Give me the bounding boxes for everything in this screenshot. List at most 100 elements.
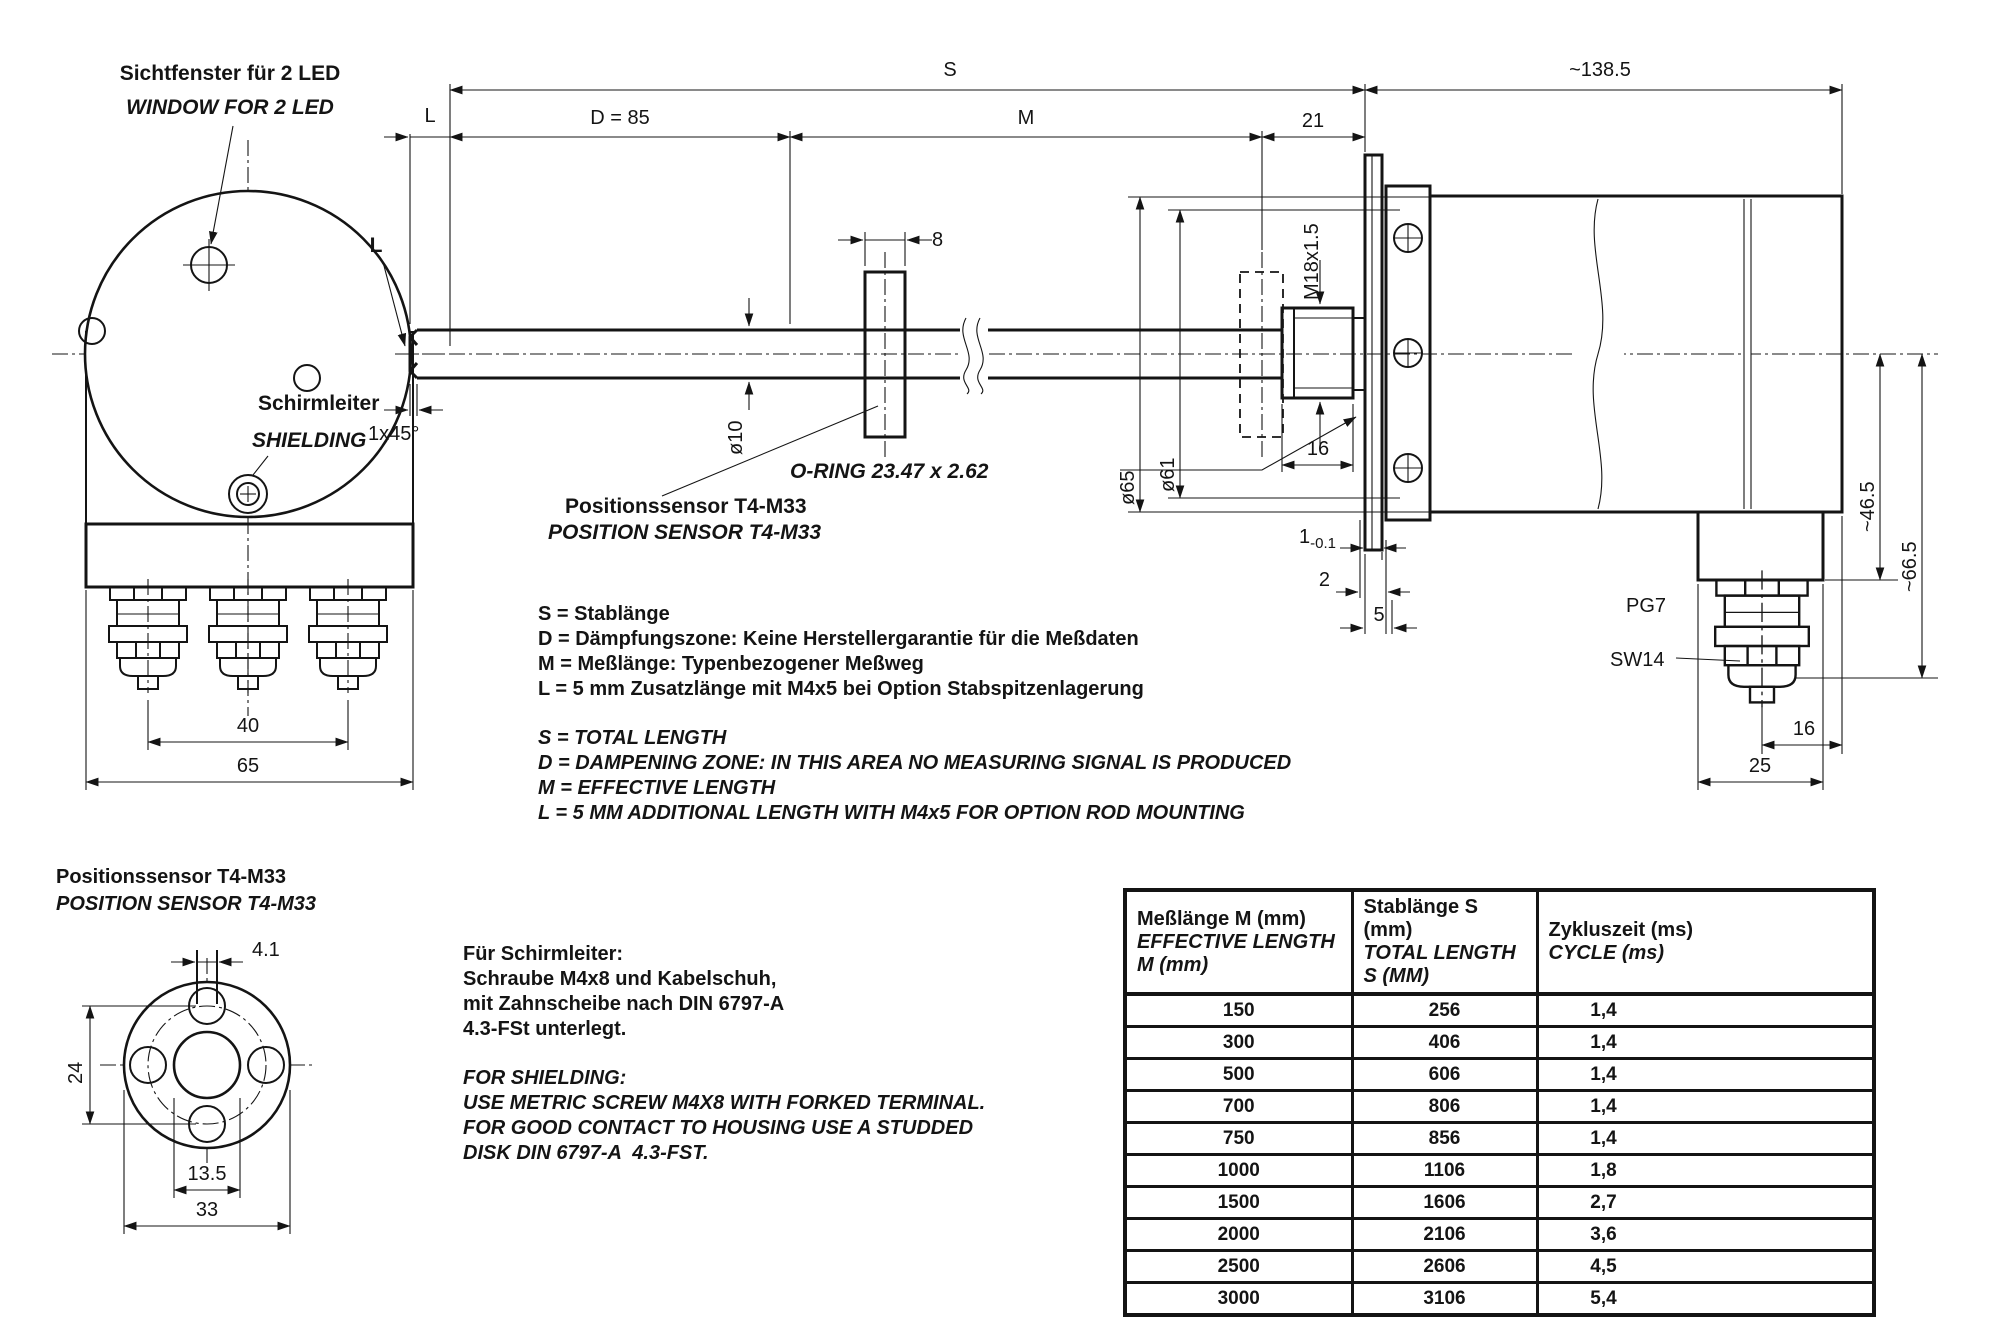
dim-24: 24	[65, 1062, 87, 1084]
cable-gland-1	[108, 578, 188, 694]
legend-en-d: D = DAMPENING ZONE: IN THIS AREA NO MEAS…	[538, 752, 1292, 774]
dim-S: S	[943, 59, 956, 81]
dim-L-top: L	[424, 105, 435, 127]
dim-40: 40	[237, 715, 259, 737]
col-header-cycle: Zykluszeit (ms) CYCLE (ms)	[1535, 888, 1876, 996]
table-header-row: Meßlänge M (mm) EFFECTIVE LENGTH M (mm) …	[1123, 888, 1876, 996]
table-cell: 856	[1350, 1121, 1539, 1156]
shielding-note: Für Schirmleiter: Schraube M4x8 und Kabe…	[463, 942, 985, 1166]
dim-16-flange: 16	[1307, 438, 1329, 460]
shield-note-de-4: 4.3-FSt unterlegt.	[463, 1018, 627, 1040]
dim-d65: ø65	[1117, 471, 1139, 505]
table-cell: 1500	[1123, 1185, 1354, 1220]
table-cell: 406	[1350, 1025, 1539, 1060]
col-header-total-length: Stablänge S (mm) TOTAL LENGTH S (MM)	[1350, 888, 1539, 996]
shield-note-en-1: FOR SHIELDING:	[463, 1067, 627, 1089]
dim-1-tol: 1-0.1	[1299, 526, 1336, 552]
legend-de-s: S = Stablänge	[538, 603, 670, 625]
break-line-2	[976, 317, 984, 395]
table-cell: 606	[1350, 1057, 1539, 1092]
shield-note-de-2: Schraube M4x8 und Kabelschuh,	[463, 968, 777, 990]
shield-note-de-1: Für Schirmleiter:	[463, 943, 624, 965]
legend-block: S = Stablänge D = Dämpfungszone: Keine H…	[538, 602, 1291, 826]
flange-detail: ø65 ø61 M18x1.5 16 1-0.1 2 5 PG7 SW14	[1117, 153, 1938, 790]
table-cell: 300	[1123, 1025, 1354, 1060]
table-cell: 1,4	[1535, 1025, 1876, 1060]
shield-leader	[252, 455, 269, 476]
dim-135: 13.5	[188, 1163, 227, 1185]
flange-plate	[1363, 153, 1384, 552]
table-cell: 3,6	[1535, 1217, 1876, 1252]
cable-wave	[1592, 198, 1604, 510]
terminal-base	[84, 522, 415, 589]
cover-screw-left	[78, 317, 106, 345]
table-cell: 1000	[1123, 1153, 1354, 1188]
dim-33: 33	[196, 1199, 218, 1221]
legend-de-l: L = 5 mm Zusatzlänge mit M4x5 bei Option…	[538, 678, 1144, 700]
shield-note-en-4: DISK DIN 6797-A 4.3-FST.	[463, 1142, 709, 1164]
table-cell: 3000	[1123, 1281, 1354, 1317]
table-cell: 1106	[1350, 1153, 1539, 1188]
cable-gland-right	[1713, 569, 1811, 709]
flange-title-de: Positionssensor T4-M33	[56, 866, 287, 888]
table-cell: 256	[1350, 992, 1539, 1028]
cover-screw-right	[293, 364, 321, 392]
dim-M: M	[1018, 107, 1035, 129]
shield-note-en-2: USE METRIC SCREW M4X8 WITH FORKED TERMIN…	[463, 1092, 986, 1114]
shield-note-en-3: FOR GOOD CONTACT TO HOUSING USE A STUDDE…	[463, 1117, 974, 1139]
bolt-hole-left	[129, 1046, 167, 1084]
dim-2: 2	[1319, 569, 1330, 591]
dim-d10: ø10	[725, 421, 747, 455]
gland-thread-label: PG7	[1626, 595, 1666, 617]
table-cell: 2000	[1123, 1217, 1354, 1252]
dim-46: ~46.5	[1857, 481, 1879, 532]
dim-16-gland: 16	[1793, 718, 1815, 740]
table-cell: 700	[1123, 1089, 1354, 1124]
dim-41: 4.1	[252, 939, 280, 961]
table-cell: 2500	[1123, 1249, 1354, 1284]
table-cell: 150	[1123, 992, 1354, 1028]
legend-de-d: D = Dämpfungszone: Keine Herstellergaran…	[538, 628, 1139, 650]
legend-en-s: S = TOTAL LENGTH	[538, 727, 727, 749]
table-cell: 1,4	[1535, 1121, 1876, 1156]
center-hole	[172, 1030, 242, 1100]
window-label-en: WINDOW FOR 2 LED	[126, 96, 334, 119]
shield-label-de: Schirmleiter	[258, 392, 379, 415]
col-header-effective-length: Meßlänge M (mm) EFFECTIVE LENGTH M (mm)	[1123, 888, 1354, 996]
sw14-leader	[1675, 657, 1741, 662]
shielding-screw	[228, 474, 268, 514]
break-line-1	[962, 317, 970, 395]
dim-chamfer: 1x45°	[368, 423, 419, 445]
table-cell: 3106	[1350, 1281, 1539, 1317]
thread-bush	[1280, 306, 1355, 400]
sensor-label-de: Positionssensor T4-M33	[565, 495, 807, 518]
cable-gland-3	[308, 578, 388, 694]
sensor-label-en: POSITION SENSOR T4-M33	[548, 521, 821, 544]
thread-label: M18x1.5	[1301, 223, 1323, 300]
oring-leader	[1120, 416, 1357, 471]
table-cell: 5,4	[1535, 1281, 1876, 1317]
flange-screws	[1393, 223, 1423, 483]
spec-table: Meßlänge M (mm) EFFECTIVE LENGTH M (mm) …	[1123, 888, 1876, 1317]
legend-en-l: L = 5 MM ADDITIONAL LENGTH WITH M4x5 FOR…	[538, 802, 1245, 824]
table-cell: 4,5	[1535, 1249, 1876, 1284]
dim-d61: ø61	[1157, 458, 1179, 492]
table-cell: 1,4	[1535, 992, 1876, 1028]
sensor-rod	[408, 328, 1282, 380]
shield-note-de-3: mit Zahnscheibe nach DIN 6797-A	[463, 993, 785, 1015]
sensor-leader	[661, 405, 879, 497]
flange-title-en: POSITION SENSOR T4-M33	[56, 893, 317, 915]
flange-view-title: Positionssensor T4-M33 POSITION SENSOR T…	[56, 864, 316, 918]
